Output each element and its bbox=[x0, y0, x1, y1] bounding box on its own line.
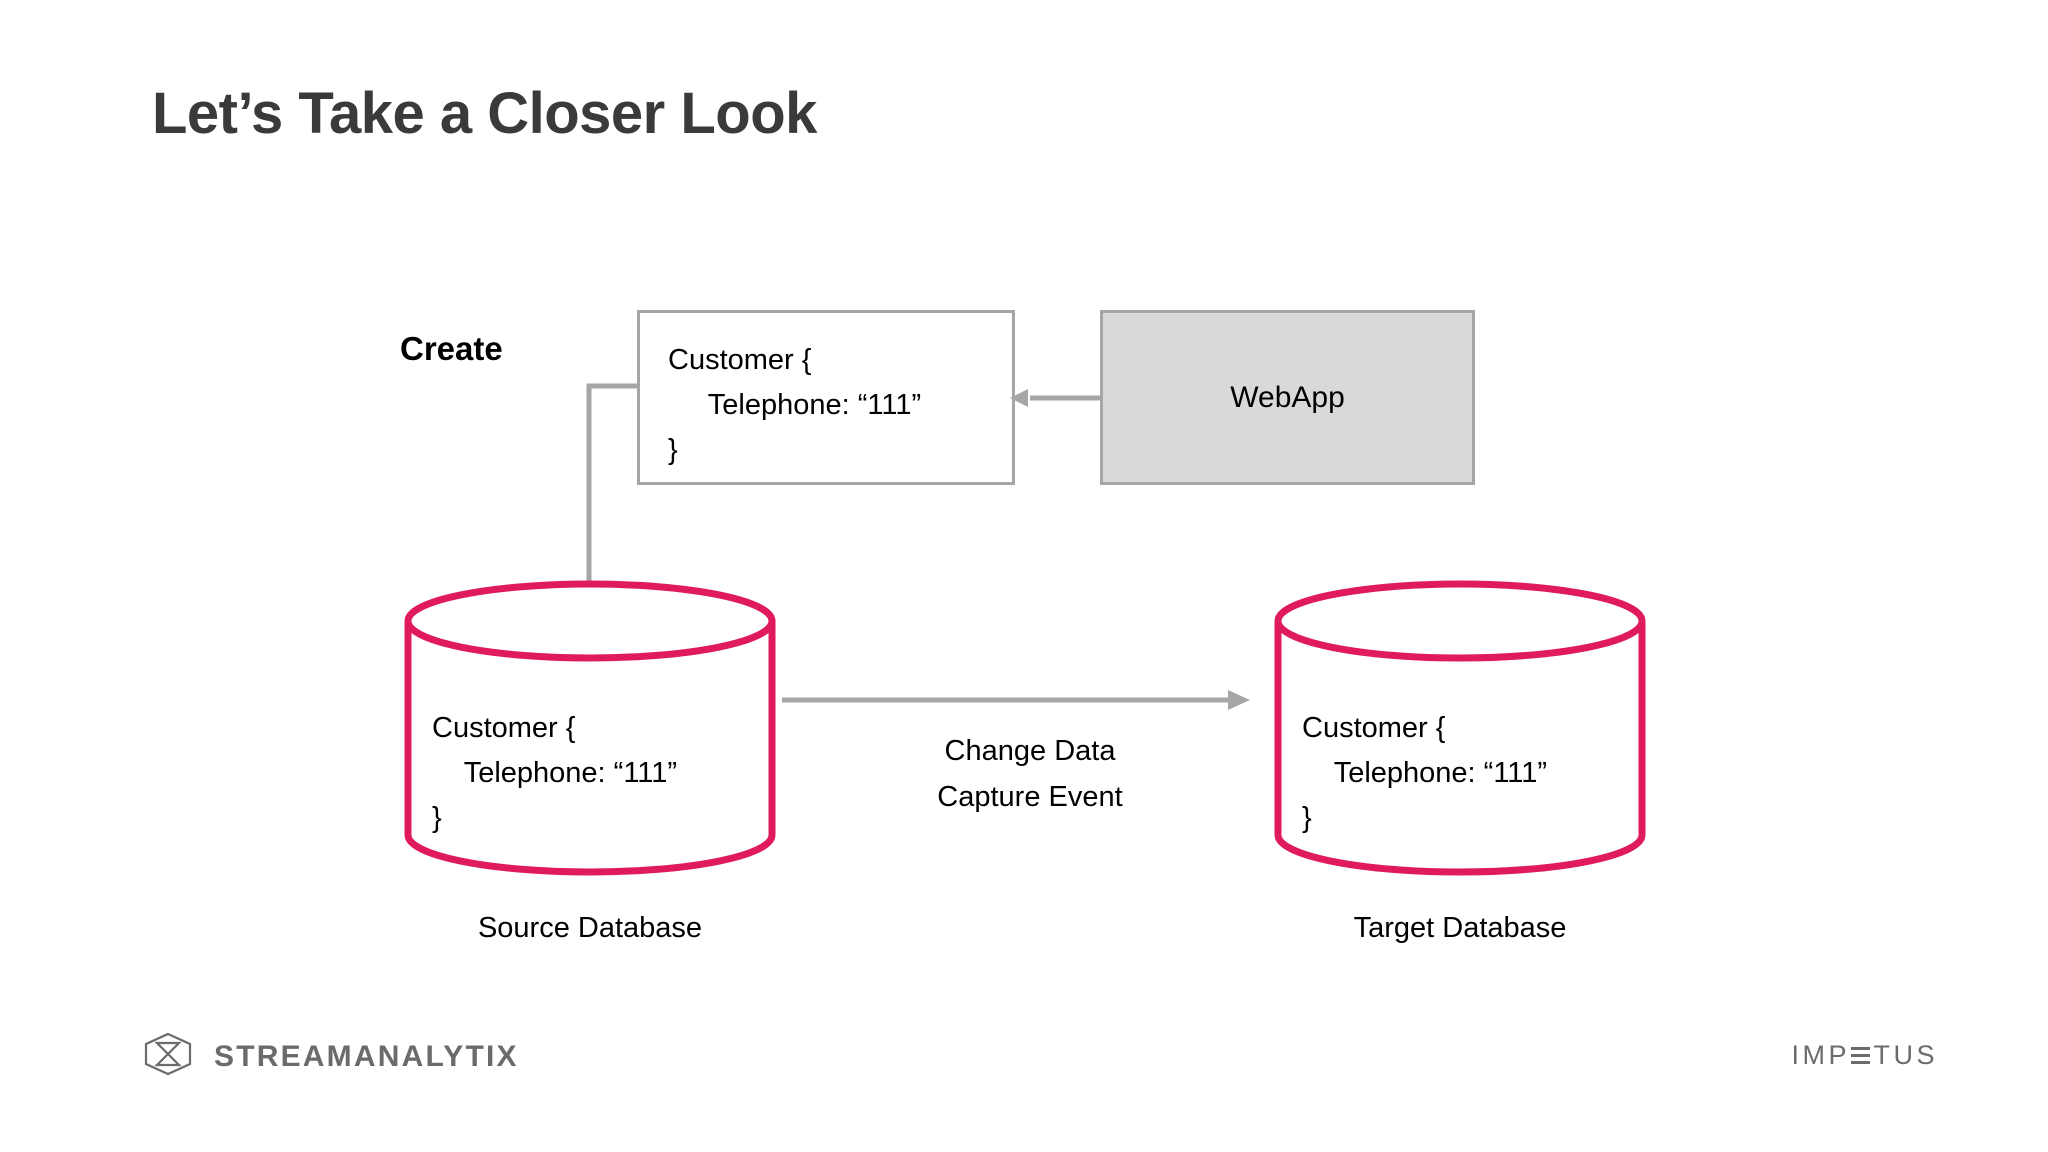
json-payload-text: Customer { Telephone: “111” } bbox=[668, 344, 922, 466]
impetus-stylized-e-icon bbox=[1851, 1047, 1870, 1064]
arrow-source-to-target-db bbox=[782, 690, 1250, 710]
page-title: Let’s Take a Closer Look bbox=[152, 81, 817, 146]
cdc-event-label: Change Data Capture Event bbox=[937, 735, 1123, 813]
webapp-label: WebApp bbox=[1230, 380, 1345, 414]
source-database-text: Customer { Telephone: “111” } bbox=[432, 712, 678, 834]
impetus-logo: IMP TUS bbox=[1791, 1040, 1938, 1071]
streamanalytix-hexagon-icon bbox=[140, 1032, 196, 1081]
create-label: Create bbox=[400, 330, 503, 367]
target-database-text: Customer { Telephone: “111” } bbox=[1302, 712, 1548, 834]
impetus-wordmark: IMP TUS bbox=[1791, 1040, 1938, 1071]
json-payload-box: Customer { Telephone: “111” } bbox=[637, 310, 1015, 485]
target-database-caption: Target Database bbox=[1353, 912, 1567, 944]
impetus-text-before: IMP bbox=[1791, 1040, 1850, 1070]
source-database-cylinder: Customer { Telephone: “111” } bbox=[400, 578, 780, 878]
webapp-box: WebApp bbox=[1100, 310, 1475, 485]
streamanalytix-logo: STREAMANALYTIX bbox=[140, 1032, 519, 1081]
impetus-text-after: TUS bbox=[1873, 1040, 1938, 1070]
cylinder-shape-target bbox=[1274, 580, 1646, 876]
arrow-webapp-to-json bbox=[1010, 389, 1100, 407]
streamanalytix-wordmark: STREAMANALYTIX bbox=[214, 1039, 519, 1073]
connector-json-to-source-db bbox=[586, 383, 637, 604]
target-database-cylinder: Customer { Telephone: “111” } bbox=[1270, 578, 1650, 878]
source-database-caption: Source Database bbox=[477, 912, 703, 944]
cylinder-shape-source bbox=[404, 580, 776, 876]
